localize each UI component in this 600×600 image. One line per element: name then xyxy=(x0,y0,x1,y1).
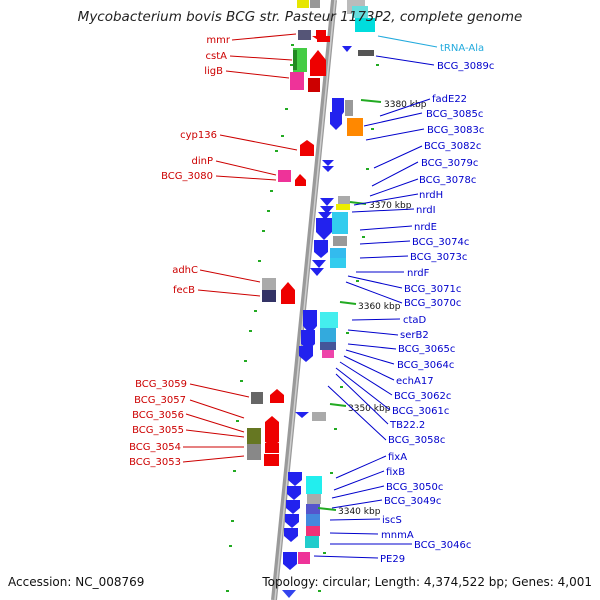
gene-label-bcg-3057: BCG_3057 xyxy=(134,395,186,406)
gene-label-ligb: ligB xyxy=(204,66,223,77)
gene-label-bcg-3085c: BCG_3085c xyxy=(426,109,483,120)
gene-label-fixa: fixA xyxy=(388,452,407,463)
topology-text: Topology: circular; Length: 4,374,522 bp… xyxy=(262,575,592,589)
gene-label-bcg-3059: BCG_3059 xyxy=(135,379,187,390)
genome-backbone xyxy=(271,0,337,600)
forward-strand-genes xyxy=(282,0,375,598)
page-title: Mycobacterium bovis BCG str. Pasteur 117… xyxy=(77,9,523,25)
gene-label-nrdf: nrdF xyxy=(407,268,430,279)
tick-label-3360: 3360 kbp xyxy=(358,302,401,312)
gene-label-bcg-3078c: BCG_3078c xyxy=(419,175,476,186)
gene-label-bcg-3082c: BCG_3082c xyxy=(424,141,481,152)
gene-label-nrdi: nrdI xyxy=(416,205,436,216)
gene-label-bcg-3058c: BCG_3058c xyxy=(388,435,445,446)
gene-label-bcg-3071c: BCG_3071c xyxy=(404,284,461,295)
gene-label-nrdh: nrdH xyxy=(419,190,443,201)
gene-label-bcg-3089c: BCG_3089c xyxy=(437,61,494,72)
gene-label-tb22-2: TB22.2 xyxy=(389,420,425,431)
gene-label-fixb: fixB xyxy=(386,467,405,478)
gene-label-pe29: PE29 xyxy=(380,554,405,565)
gene-label-bcg-3065c: BCG_3065c xyxy=(398,344,455,355)
gene-label-bcg-3053: BCG_3053 xyxy=(129,457,181,468)
tick-label-3370: 3370 kbp xyxy=(369,201,412,211)
gene-label-mnma: mnmA xyxy=(381,530,414,541)
gene-label-ctad: ctaD xyxy=(403,315,427,326)
tick-label-3350: 3350 kbp xyxy=(348,404,391,414)
gene-label-bcg-3083c: BCG_3083c xyxy=(427,125,484,136)
gene-label-dinp: dinP xyxy=(192,156,214,167)
gene-label-fade22: fadE22 xyxy=(432,94,467,105)
gene-label-bcg-3049c: BCG_3049c xyxy=(384,496,441,507)
gene-label-bcg-3079c: BCG_3079c xyxy=(421,158,478,169)
gene-label-bcg-3073c: BCG_3073c xyxy=(410,252,467,263)
gene-label-bcg-3061c: BCG_3061c xyxy=(392,406,449,417)
gene-label-cyp136: cyp136 xyxy=(180,130,217,141)
gene-label-bcg-3050c: BCG_3050c xyxy=(386,482,443,493)
gene-label-serb2: serB2 xyxy=(400,330,429,341)
accession-text: Accession: NC_008769 xyxy=(8,575,145,589)
guide-dots xyxy=(226,44,379,592)
gene-label-fecb: fecB xyxy=(173,285,195,296)
gene-label-bcg-3046c: BCG_3046c xyxy=(414,540,471,551)
gene-label-mmr: mmr xyxy=(206,35,230,46)
gene-label-iscs: iscS xyxy=(382,515,402,526)
gene-label-bcg-3080: BCG_3080 xyxy=(161,171,213,182)
gene-label-adhc: adhC xyxy=(172,265,198,276)
gene-label-bcg-3056: BCG_3056 xyxy=(132,410,184,421)
gene-label-bcg-3070c: BCG_3070c xyxy=(404,298,461,309)
gene-label-bcg-3064c: BCG_3064c xyxy=(397,360,454,371)
kbp-ticks: 3340 kbp 3350 kbp 3360 kbp 3370 kbp 3380… xyxy=(317,99,427,517)
tick-label-3340: 3340 kbp xyxy=(338,507,381,517)
gene-label-bcg-3054: BCG_3054 xyxy=(129,442,181,453)
reverse-gene-labels: mmr cstA ligB cyp136 dinP BCG_3080 adhC … xyxy=(129,33,298,468)
reverse-strand-genes xyxy=(247,0,330,466)
gene-label-echa17: echA17 xyxy=(396,376,434,387)
gene-label-trna-ala: tRNA-Ala xyxy=(440,43,484,54)
gene-label-csta: cstA xyxy=(206,51,228,62)
gene-label-bcg-3074c: BCG_3074c xyxy=(412,237,469,248)
forward-gene-labels: tRNA-Ala xyxy=(313,35,494,565)
gene-label-bcg-3062c: BCG_3062c xyxy=(394,391,451,402)
tick-label-3380: 3380 kbp xyxy=(384,100,427,110)
gene-label-bcg-3055: BCG_3055 xyxy=(132,425,184,436)
gene-label-nrde: nrdE xyxy=(414,222,437,233)
